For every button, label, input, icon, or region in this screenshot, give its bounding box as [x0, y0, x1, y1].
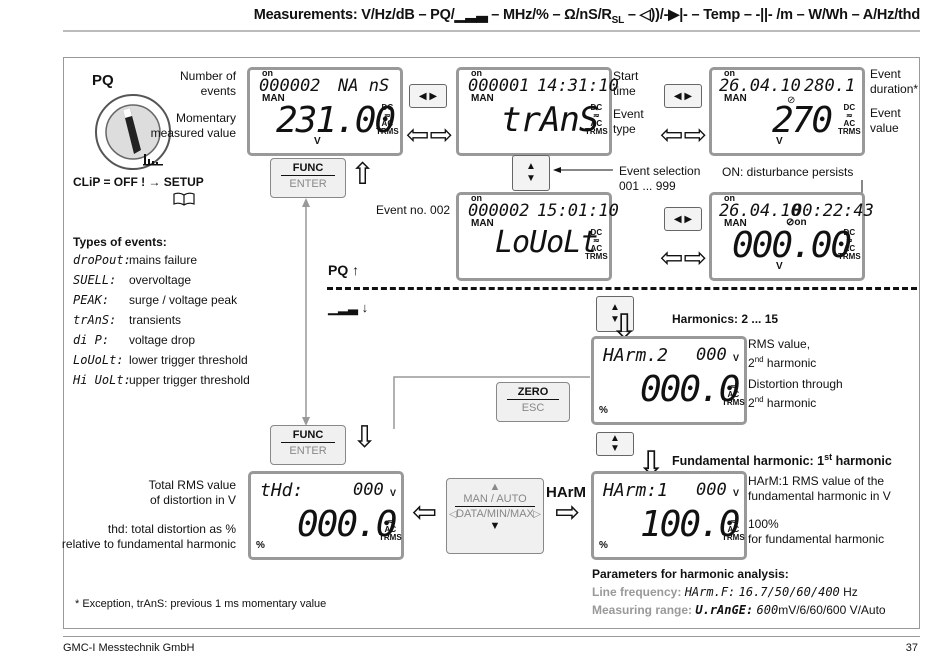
list-item: LoUoLt:lower trigger threshold [73, 353, 248, 367]
page-header: Measurements: V/Hz/dB – PQ/▁▂▃ – MHz/% –… [253, 7, 921, 26]
nav-left-right-button[interactable]: ◀ ▶ [664, 84, 702, 108]
up-arrow-icon: ⇧ [350, 158, 376, 191]
lcd-display-persist: on 26.04.10 00:22:43 MAN ⊘on 000.00 V DC… [709, 192, 874, 281]
list-item: di P:voltage drop [73, 333, 196, 347]
diagram-frame [63, 57, 920, 629]
pointer-arrow [553, 167, 613, 173]
man-auto-data-button[interactable]: ▲ MAN / AUTO DATA/MIN/MAX ▼ ◁ ▷ [446, 478, 544, 554]
pq-section-label: PQ ↑ [328, 262, 360, 278]
fundamental-up-down-button[interactable]: ▲▼ [596, 432, 634, 456]
params-title: Parameters for harmonic analysis: [592, 567, 789, 581]
clock-on-icon: ⊘on [786, 217, 807, 228]
label-rms-2nd: RMS value,2nd harmonic [748, 337, 817, 370]
event-select-up-down-button[interactable]: ▲▼ [512, 155, 550, 191]
right-arrow-icon: ⇨ [555, 496, 581, 529]
footer-company: GMC-I Messtechnik GmbH [63, 642, 195, 654]
harm-label: HArM [546, 484, 586, 501]
params-measuring-range: Measuring range: U.rAnGE: 600mV/6/60/600… [592, 603, 886, 617]
types-list: droPout:mains failure SUELL:overvoltage … [73, 253, 250, 393]
harmonics-section-marker: ▁▂▃ ↓ [328, 300, 369, 315]
list-item: SUELL:overvoltage [73, 273, 192, 287]
func-link-line [302, 198, 310, 426]
label-harmonics: Harmonics: 2 ... 15 [672, 312, 779, 326]
nav-left-right-button[interactable]: ◀ ▶ [409, 84, 447, 108]
harmonic-up-down-button[interactable]: ▲▼ [596, 296, 634, 332]
pq-label: PQ [92, 72, 114, 89]
list-item: droPout:mains failure [73, 253, 198, 267]
clip-setup-text: CLiP = OFF ! → SETUP [73, 175, 204, 189]
page-number: 37 [905, 642, 918, 654]
left-arrow-icon: ⇦ [412, 496, 438, 529]
params-line-frequency: Line frequency: HArm.F: 16.7/50/60/400 H… [592, 585, 858, 599]
footnote: * Exception, trAnS: previous 1 ms moment… [75, 598, 327, 610]
label-event-no: Event no. 002 [376, 203, 451, 217]
header-rule [63, 30, 920, 32]
rotary-switch-icon [95, 94, 171, 170]
double-arrow-icon: ⇦⇨ [660, 242, 707, 273]
pq-bars-icon [143, 154, 163, 166]
list-item: PEAK:surge / voltage peak [73, 293, 238, 307]
types-title: Types of events: [73, 235, 167, 249]
nav-left-right-button[interactable]: ◀ ▶ [664, 207, 702, 231]
manual-book-icon [173, 192, 195, 206]
label-disturbance-persists: ON: disturbance persists [722, 165, 854, 179]
footer-rule [63, 636, 920, 637]
list-item: Hi UoLt:upper trigger threshold [73, 373, 250, 387]
harmonics-flow-line [393, 376, 590, 429]
label-fundamental: Fundamental harmonic: 1st harmonic [672, 452, 892, 469]
down-arrow-icon: ⇩ [352, 421, 378, 454]
list-item: trAnS:transients [73, 313, 182, 327]
label-100pct: 100%for fundamental harmonic [748, 517, 885, 546]
label-thd: thd: total distortion as %relative to fu… [61, 522, 236, 551]
double-arrow-icon: ⇦⇨ [406, 119, 453, 150]
double-arrow-icon: ⇦⇨ [660, 119, 707, 150]
section-divider [327, 287, 917, 290]
clock-icon: ⊘ [787, 95, 796, 106]
